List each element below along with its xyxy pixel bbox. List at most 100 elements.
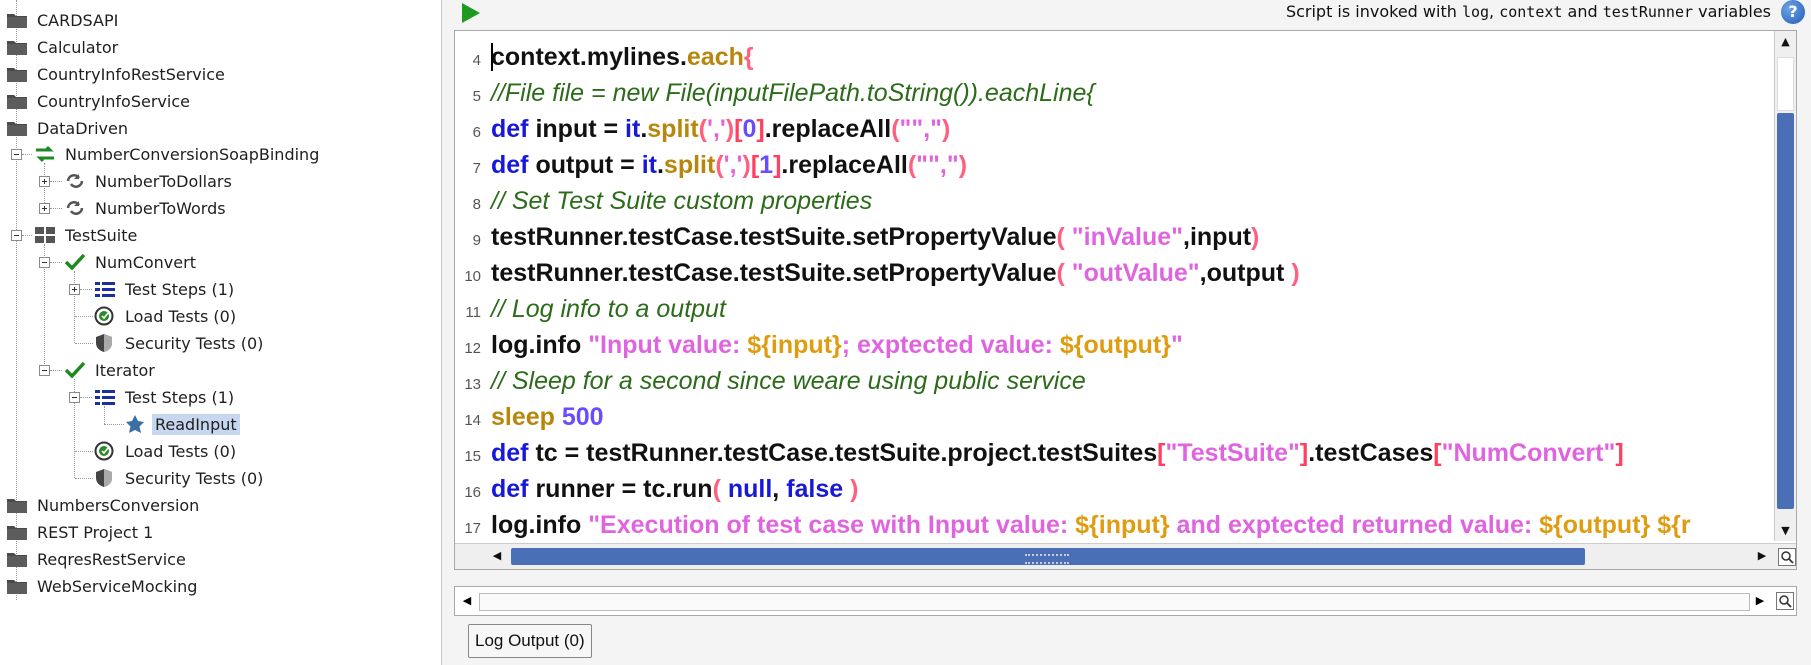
tree-project-rest-project-1[interactable]: REST Project 1	[6, 519, 156, 545]
code-token: testRunner.testCase.testSuite.setPropert…	[491, 223, 1057, 251]
tree-teststep-readinput[interactable]: ReadInput	[124, 411, 240, 437]
expand-toggle[interactable]	[39, 176, 50, 187]
collapse-toggle[interactable]	[39, 257, 50, 268]
operation-cycle-icon	[64, 171, 86, 191]
tree-guide-line	[75, 316, 93, 317]
code-token: null	[727, 475, 773, 503]
code-text: log.info "Execution of test case with In…	[491, 507, 1691, 541]
horizontal-scroll-thumb[interactable]	[511, 548, 1585, 565]
tree-guide-line	[50, 208, 62, 209]
line-number: 9	[472, 232, 481, 249]
horizontal-scroll-track[interactable]	[479, 593, 1750, 611]
code-token: ','	[707, 115, 726, 143]
code-token: .replaceAll	[764, 115, 892, 143]
tree-testsuite[interactable]: TestSuite	[34, 222, 140, 248]
log-output-tab[interactable]: Log Output (0)	[468, 624, 592, 658]
vertical-scroll-thumb[interactable]	[1777, 113, 1794, 509]
tree-project-datadriven[interactable]: DataDriven	[6, 115, 131, 141]
script-toolbar: Script is invoked with log, context and …	[442, 0, 1811, 26]
script-log-area[interactable]: ◀ ▶	[454, 586, 1797, 616]
collapse-toggle[interactable]	[69, 392, 80, 403]
tree-project-cardsapi[interactable]: CARDSAPI	[6, 7, 121, 33]
tree-interface-numberconversionsoapbinding[interactable]: NumberConversionSoapBinding	[34, 141, 322, 167]
line-number: 12	[464, 340, 481, 357]
tree-operation-numbertodollars[interactable]: NumberToDollars	[64, 168, 235, 194]
scroll-left-arrow-icon[interactable]: ◀	[462, 594, 472, 607]
tree-guide-line	[75, 451, 93, 452]
help-icon[interactable]: ?	[1781, 0, 1805, 24]
tree-securitytests-numconvert[interactable]: Security Tests (0)	[94, 330, 266, 356]
code-token: tc = testRunner.testCase.testSuite.proje…	[535, 439, 1158, 467]
testsuite-grid-icon	[34, 225, 56, 245]
tree-project-countryinfoservice[interactable]: CountryInfoService	[6, 88, 193, 114]
teststeps-list-icon	[94, 387, 116, 407]
tree-securitytests-iterator[interactable]: Security Tests (0)	[94, 465, 266, 491]
code-token: output =	[535, 151, 642, 179]
code-line: 13// Sleep for a second since weare usin…	[455, 363, 1775, 399]
code-text: testRunner.testCase.testSuite.setPropert…	[491, 255, 1300, 291]
collapse-toggle[interactable]	[11, 149, 22, 160]
collapse-toggle[interactable]	[11, 230, 22, 241]
tree-node-label: Load Tests (0)	[125, 306, 237, 326]
scroll-up-arrow-icon[interactable]: ▲	[1781, 35, 1790, 48]
scroll-left-arrow-icon[interactable]: ◀	[492, 549, 502, 562]
tree-operation-numbertowords[interactable]: NumberToWords	[64, 195, 229, 221]
horizontal-scrollbar[interactable]: ◀ ▶	[455, 543, 1796, 569]
tree-guide-line	[44, 244, 45, 374]
line-number: 11	[465, 304, 481, 321]
code-token: .testCases	[1308, 439, 1434, 467]
note-text: variables	[1693, 2, 1771, 21]
expand-toggle[interactable]	[39, 203, 50, 214]
code-token: )	[942, 115, 951, 143]
tree-project-reqresrestservice[interactable]: ReqresRestService	[6, 546, 189, 572]
tree-project-calculator[interactable]: Calculator	[6, 34, 121, 60]
text-caret	[491, 43, 493, 71]
code-token: it	[641, 151, 657, 179]
tree-project-countryinforestservice[interactable]: CountryInfoRestService	[6, 61, 228, 87]
scroll-right-arrow-icon[interactable]: ▶	[1757, 549, 1767, 562]
code-line: 11// Log info to a output	[455, 291, 1775, 327]
run-script-button[interactable]	[460, 2, 482, 24]
tree-testcase-iterator[interactable]: Iterator	[64, 357, 158, 383]
groovy-script-editor-panel: Script is invoked with log, context and …	[442, 0, 1811, 665]
code-token: .	[656, 151, 664, 179]
tree-node-label: NumConvert	[95, 252, 196, 272]
tree-project-numbersconversion[interactable]: NumbersConversion	[6, 492, 202, 518]
code-token: )	[725, 115, 735, 143]
tree-project-webservicemocking[interactable]: WebServiceMocking	[6, 573, 200, 599]
note-variable-testrunner: testRunner	[1602, 3, 1694, 21]
tree-teststeps-numconvert[interactable]: Test Steps (1)	[94, 276, 237, 302]
vertical-scrollbar[interactable]: ▲ ▼	[1774, 31, 1796, 541]
checkmark-icon	[64, 252, 86, 272]
tree-guide-line	[50, 181, 62, 182]
tree-guide-line	[75, 343, 93, 344]
tree-node-label: DataDriven	[37, 118, 128, 138]
line-number: 14	[464, 412, 481, 429]
magnifier-icon[interactable]	[1778, 548, 1796, 566]
code-token: //File file = new File(inputFilePath.toS…	[491, 79, 1095, 107]
magnifier-icon[interactable]	[1776, 592, 1794, 610]
code-token: "outValue"	[1071, 259, 1200, 287]
scroll-right-arrow-icon[interactable]: ▶	[1755, 594, 1765, 607]
tree-loadtests-iterator[interactable]: Load Tests (0)	[94, 438, 239, 464]
collapse-toggle[interactable]	[39, 365, 50, 376]
tree-teststeps-iterator[interactable]: Test Steps (1)	[94, 384, 237, 410]
code-token: (	[891, 115, 900, 143]
tree-loadtests-numconvert[interactable]: Load Tests (0)	[94, 303, 239, 329]
line-number: 6	[472, 124, 481, 141]
code-text: context.mylines.each{	[491, 39, 754, 75]
folder-icon	[6, 495, 28, 515]
tree-guide-line	[22, 235, 32, 236]
code-text: testRunner.testCase.testSuite.setPropert…	[491, 219, 1259, 255]
folder-icon	[6, 64, 28, 84]
code-token: context.mylines.	[491, 43, 687, 71]
tree-node-label: WebServiceMocking	[37, 576, 198, 596]
tree-testcase-numconvert[interactable]: NumConvert	[64, 249, 199, 275]
load-test-gauge-icon	[94, 441, 116, 461]
scroll-down-arrow-icon[interactable]: ▼	[1781, 524, 1790, 537]
tree-node-label: NumberToDollars	[95, 171, 232, 191]
expand-toggle[interactable]	[69, 284, 80, 295]
